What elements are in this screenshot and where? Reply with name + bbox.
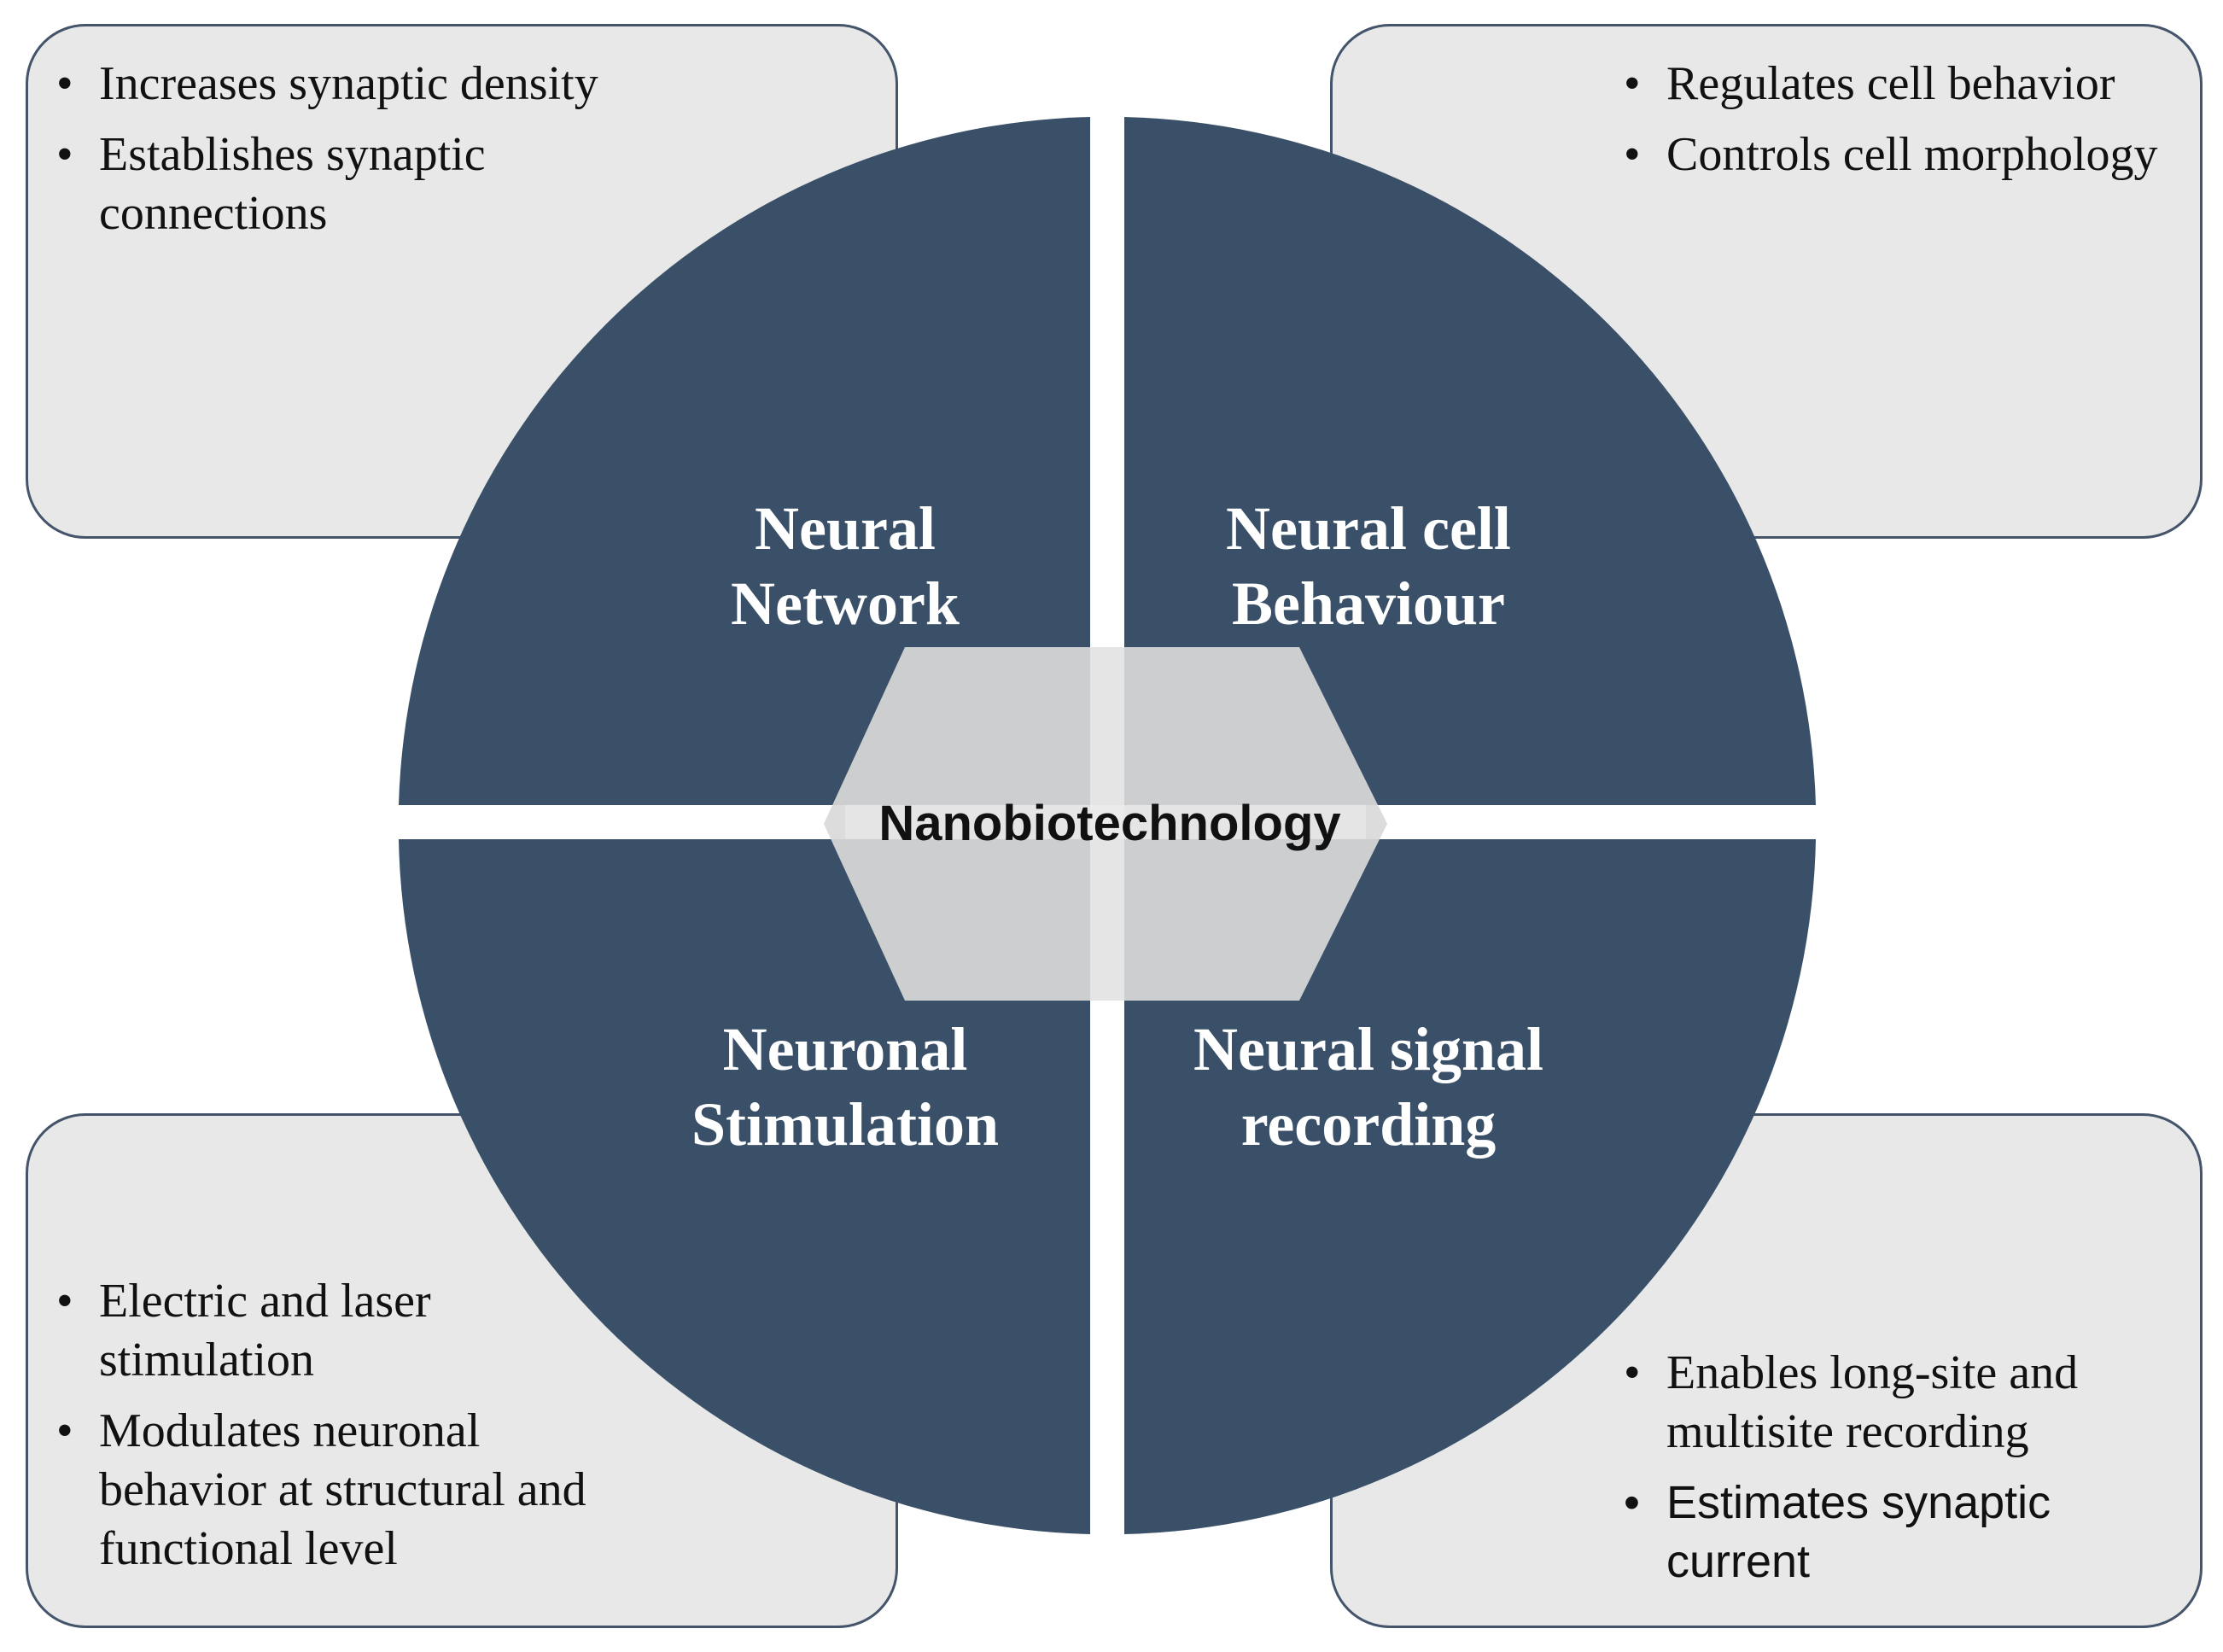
title-line: Neural cell [1226,494,1511,563]
title-line: Neural [755,494,936,563]
bullet-list-bottom-left: Electric and laser stimulation Modulates… [56,1272,654,1591]
bullet-list-bottom-right: Enables long-site and multisite recordin… [1624,1344,2187,1603]
quadrant-title-neuronal-stimulation: Neuronal Stimulation [589,1012,1101,1162]
title-line: Behaviour [1231,569,1506,638]
bullet-item: Controls cell morphology [1624,126,2170,184]
quadrant-title-neural-signal-recording: Neural signal recording [1112,1012,1625,1162]
bullet-item: Increases synaptic density [56,55,654,114]
bullet-item: Modulates neuronal behavior at structura… [56,1402,654,1579]
quadrant-bottom-left [399,839,1090,1534]
bullet-item: Electric and laser stimulation [56,1272,654,1390]
quadrant-title-neural-network: Neural Network [589,491,1101,641]
title-line: Network [731,569,960,638]
quadrant-top-left [399,117,1090,805]
quadrant-top-right [1124,117,1816,805]
bullet-item: Regulates cell behavior [1624,55,2170,114]
center-hexagon [824,647,1387,1001]
title-line: Neuronal [722,1015,968,1083]
center-title: Nanobiotechnology [878,796,1341,851]
bullet-list-top-right: Regulates cell behavior Controls cell mo… [1624,55,2170,196]
bullet-item: Establishes synaptic connections [56,126,654,243]
title-line: Stimulation [691,1090,1000,1159]
quadrant-bottom-right [1124,839,1816,1534]
bullet-item: Estimates synaptic current [1624,1474,2187,1591]
hexagon-divider-horizontal [845,805,1366,839]
title-line: recording [1240,1090,1497,1159]
title-line: Neural signal [1193,1015,1544,1083]
quadrant-title-neural-cell-behaviour: Neural cell Behaviour [1112,491,1625,641]
hexagon-divider-vertical [1090,647,1124,1001]
bullet-item: Enables long-site and multisite recordin… [1624,1344,2187,1462]
bullet-list-top-left: Increases synaptic density Establishes s… [56,55,654,255]
